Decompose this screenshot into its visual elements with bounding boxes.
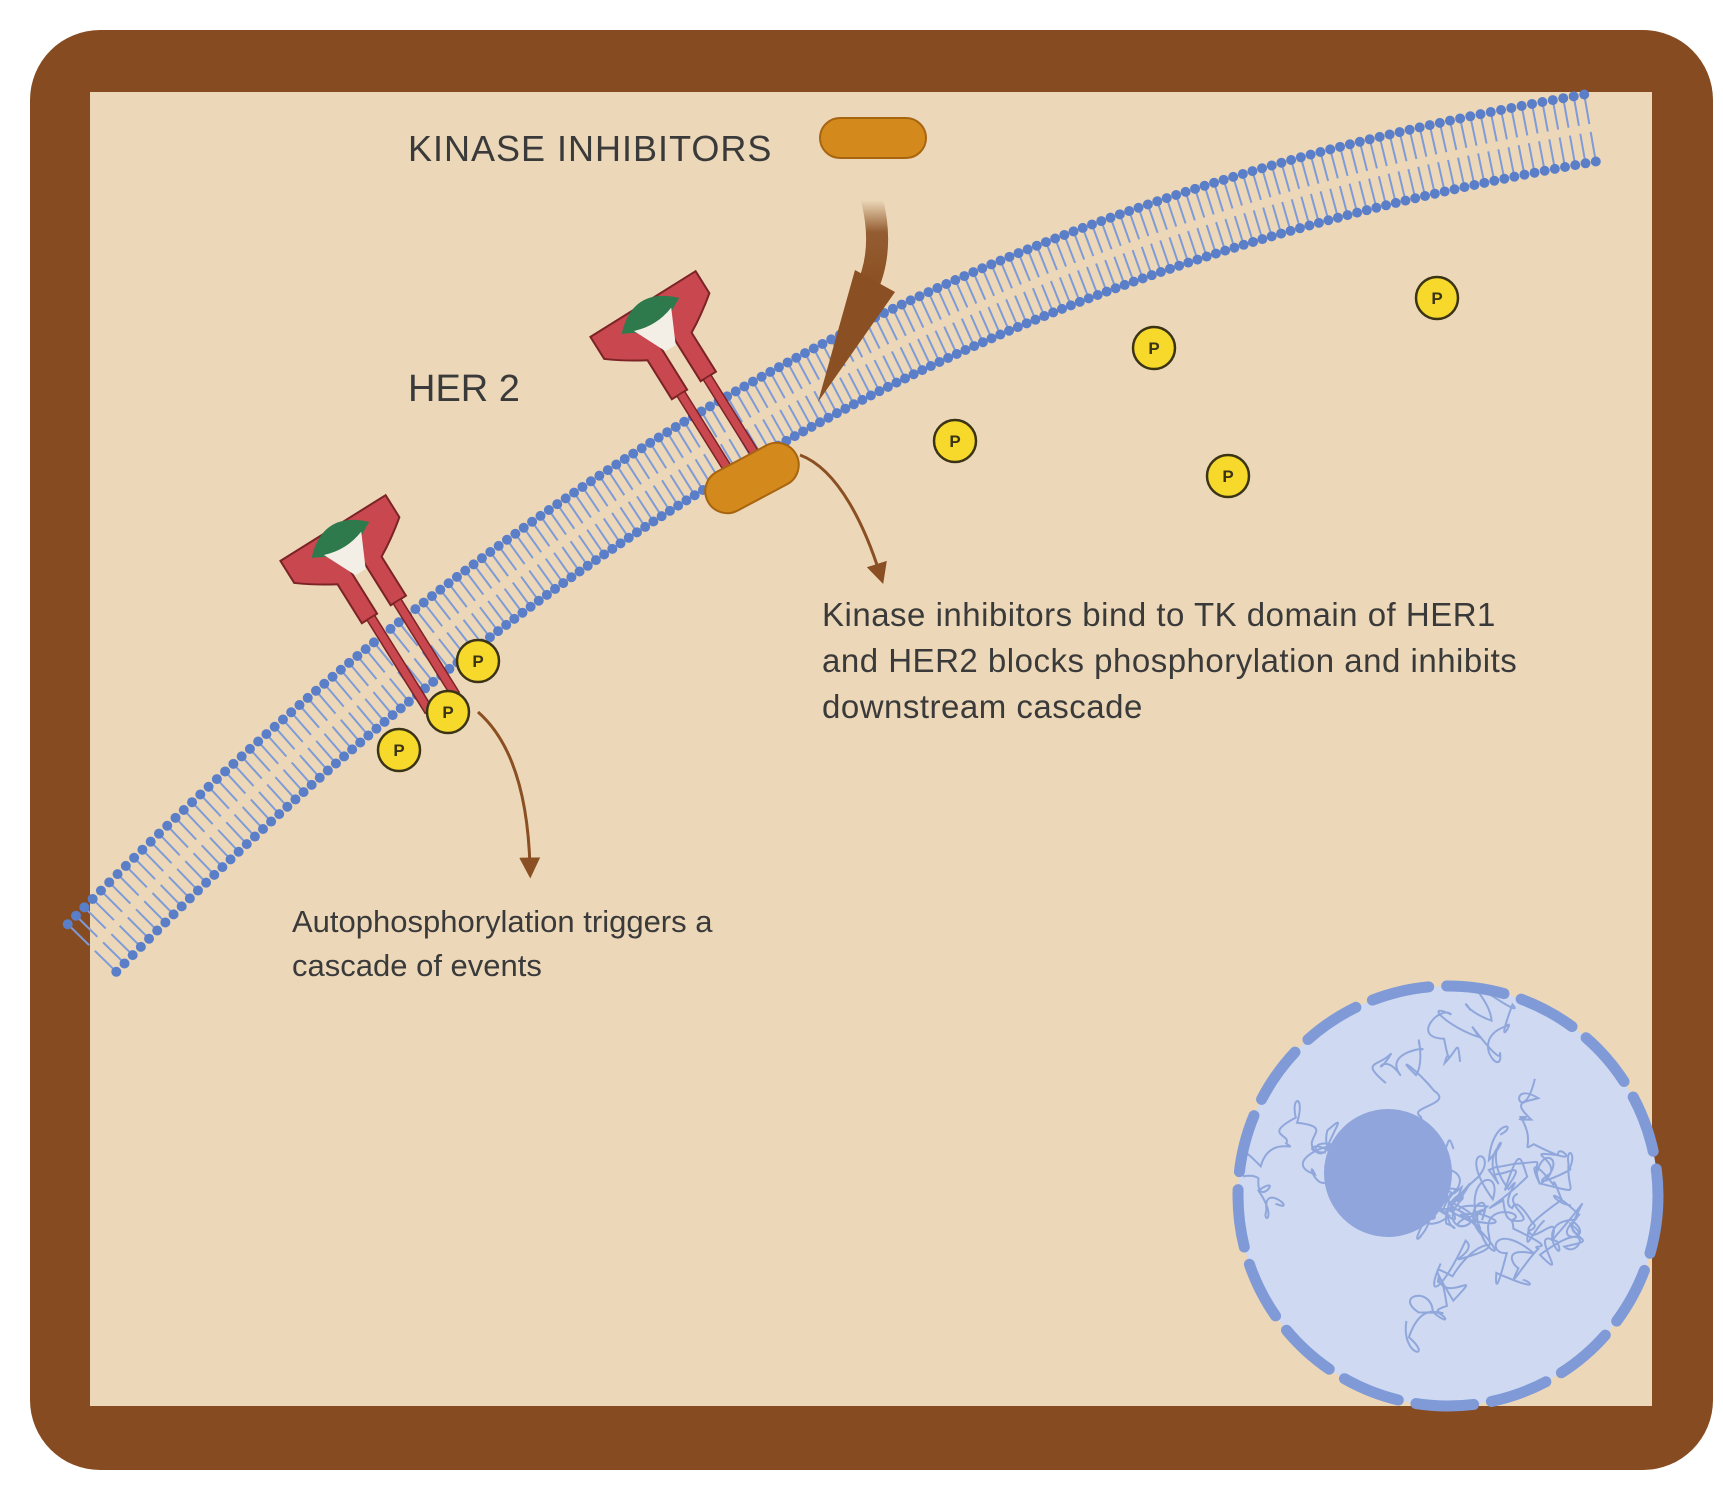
kinase-inhibitor-note-line-2: and HER2 blocks phosphorylation and inhi… (822, 642, 1518, 679)
kinase-inhibitor-note: Kinase inhibitors bind to TK domain of H… (822, 592, 1662, 730)
phosphate-icon: P (1205, 453, 1251, 499)
phosphate-label: P (393, 741, 404, 760)
phosphate-label: P (949, 432, 960, 451)
kinase-inhibitor-pill-icon (819, 117, 927, 159)
phosphate-icon: P (932, 418, 978, 464)
phosphate-label: P (1222, 467, 1233, 486)
phosphate-icon: P (425, 689, 471, 735)
her2-receptor-icon-left (279, 493, 461, 715)
autophosphorylation-note-line-1: Autophosphorylation triggers a (292, 904, 713, 939)
nucleus-icon (1232, 980, 1664, 1412)
phosphate-icon: P (455, 638, 501, 684)
phosphate-icon: P (376, 727, 422, 773)
kinase-inhibitors-title: KINASE INHIBITORS (408, 128, 773, 169)
autophosphorylation-note-arrow (477, 710, 541, 879)
phosphate-label: P (1148, 339, 1159, 358)
phosphate-icon: P (1131, 325, 1177, 371)
nuclear-envelope (1232, 980, 1664, 1412)
phosphate-icon: P (1414, 275, 1460, 321)
kinase-inhibitor-note-line-1: Kinase inhibitors bind to TK domain of H… (822, 596, 1496, 633)
her2-receptor-icon-right (589, 269, 771, 491)
kinase-inhibitor-note-line-3: downstream cascade (822, 688, 1143, 725)
bound-kinase-inhibitor-icon (704, 441, 800, 515)
her2-label: HER 2 (408, 368, 520, 410)
cell-membrane-icon (62, 89, 1601, 977)
nucleolus (1324, 1109, 1452, 1237)
phosphate-label: P (442, 703, 453, 722)
autophosphorylation-note-line-2: cascade of events (292, 948, 542, 983)
inhibitor-note-arrow (799, 453, 887, 585)
inhibitor-entry-arrow (818, 189, 895, 402)
phosphate-label: P (472, 652, 483, 671)
phosphate-label: P (1431, 289, 1442, 308)
autophosphorylation-note: Autophosphorylation triggers a cascade o… (292, 900, 812, 988)
